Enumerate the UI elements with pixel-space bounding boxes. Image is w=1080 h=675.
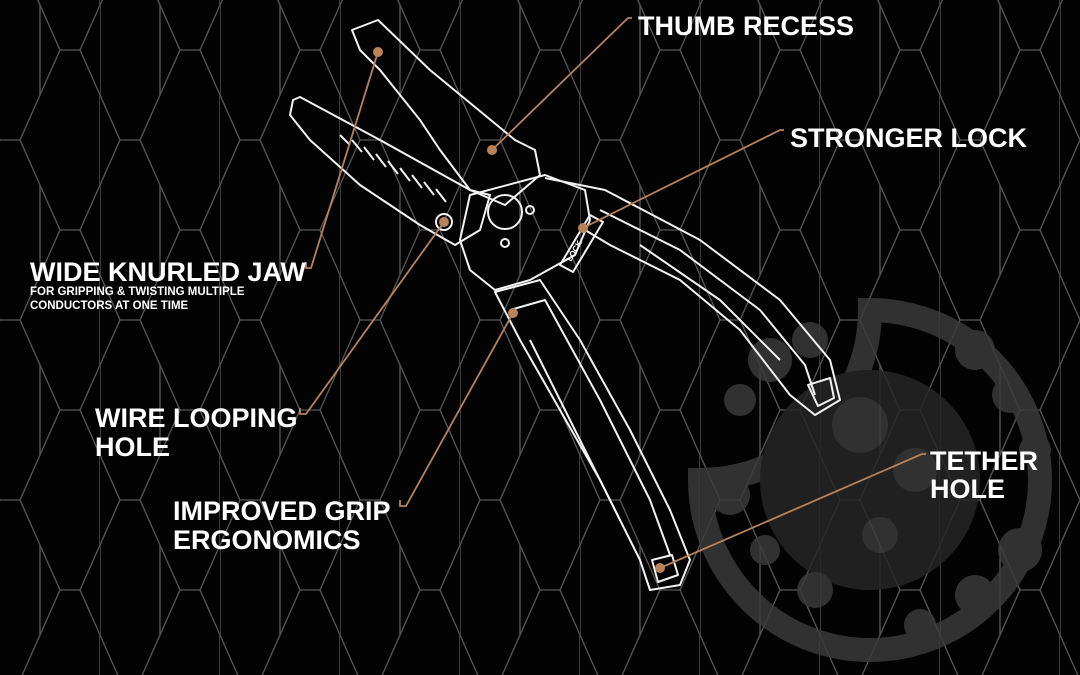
callout-subtitle: FOR GRIPPING & TWISTING MULTIPLE	[30, 286, 245, 298]
lower-jaw-knurled	[289, 96, 491, 246]
brand-emblem-watermark	[687, 297, 1052, 662]
upper-handle-grip	[599, 209, 816, 396]
lower-handle-grip	[509, 299, 671, 556]
callout-wire-looping-hole: WIRE LOOPING HOLE	[95, 217, 449, 462]
callout-title: STRONGER LOCK	[790, 123, 1028, 153]
upper-tether-hole	[807, 377, 835, 407]
callout-tether-hole: TETHER HOLE	[655, 446, 1038, 573]
lower-tether-hole	[651, 554, 679, 583]
pivot-bolt	[487, 194, 523, 230]
callout-title: WIRE LOOPING	[95, 403, 298, 433]
callout-title: IMPROVED GRIP	[173, 496, 391, 526]
knurled-pattern	[339, 134, 447, 203]
callout-title: HOLE	[95, 432, 170, 462]
callout-stronger-lock: STRONGER LOCK	[578, 123, 1028, 233]
callout-subtitle: CONDUCTORS AT ONE TIME	[30, 300, 189, 312]
wire-looping-hole	[435, 213, 453, 231]
callout-title: ERGONOMICS	[173, 525, 361, 555]
lower-handle	[494, 279, 691, 591]
callout-improved-grip: IMPROVED GRIP ERGONOMICS	[173, 308, 518, 555]
callout-thumb-recess: THUMB RECESS	[487, 11, 854, 155]
callout-title: TETHER	[930, 446, 1038, 476]
upper-handle	[544, 177, 841, 416]
callout-title: THUMB RECESS	[638, 11, 854, 41]
callout-title: WIDE KNURLED JAW	[30, 257, 307, 287]
callout-title: HOLE	[930, 474, 1005, 504]
callout-wide-knurled-jaw: WIDE KNURLED JAW FOR GRIPPING & TWISTING…	[30, 47, 383, 312]
wire-stripper-tool-illustration: LOCK	[289, 19, 841, 591]
